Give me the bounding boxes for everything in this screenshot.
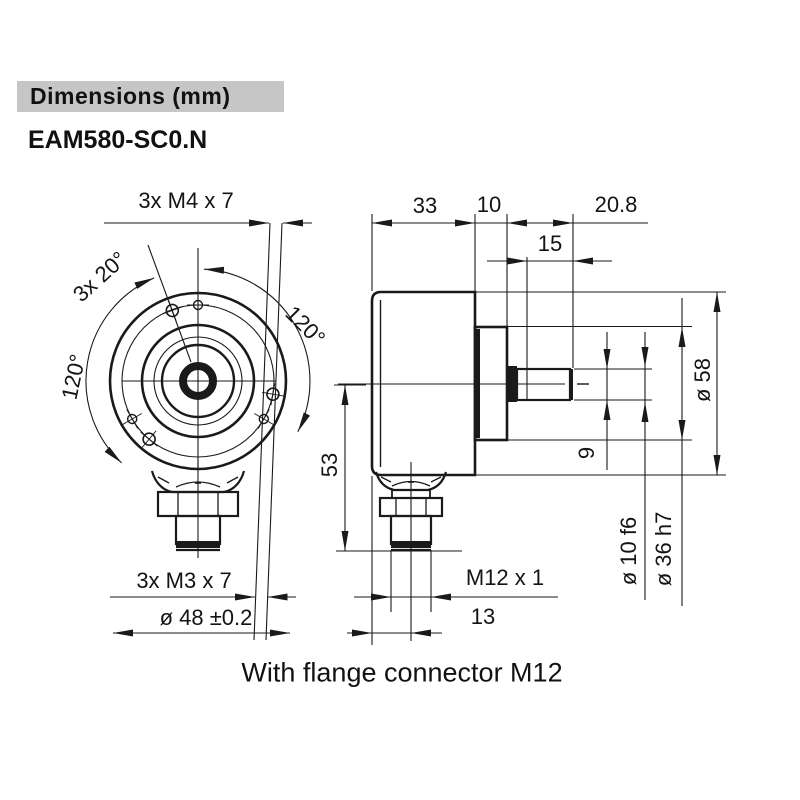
m3-hole <box>254 409 274 429</box>
product-model: EAM580-SC0.N <box>28 126 208 154</box>
front-connector <box>150 460 246 558</box>
dim-label-15: 15 <box>537 231 563 256</box>
dim-label-53: 53 <box>317 452 342 478</box>
m3-hole <box>187 294 209 316</box>
front-view <box>85 219 312 641</box>
dim-label-33: 33 <box>412 193 438 218</box>
dim-label-dia10-f6: ø 10 f6 <box>616 516 641 586</box>
dim-label-10: 10 <box>476 192 502 217</box>
dim-label-dia36-h7: ø 36 h7 <box>651 511 676 587</box>
section-header: Dimensions (mm) <box>17 81 284 112</box>
drawing-caption: With flange connector M12 <box>241 657 563 688</box>
m4-hole <box>261 383 284 406</box>
section-title: Dimensions (mm) <box>30 83 231 109</box>
dim-label-9: 9 <box>574 446 599 460</box>
dim-label-20-8: 20.8 <box>594 192 638 217</box>
dim-label-m3-holes: 3x M3 x 7 <box>136 568 232 593</box>
dim-label-13: 13 <box>470 604 496 629</box>
arc-120-left <box>85 277 155 464</box>
dim-label-m4-holes: 3x M4 x 7 <box>138 188 234 213</box>
m4-hole <box>161 300 183 321</box>
arc-120-right <box>203 268 311 433</box>
dim-label-dia48: ø 48 ±0.2 <box>159 605 253 630</box>
m3-hole <box>122 409 142 429</box>
m4-hole <box>140 430 158 448</box>
dim-label-dia58: ø 58 <box>690 357 715 403</box>
side-view <box>334 214 726 645</box>
dim-label-m12x1: M12 x 1 <box>465 565 545 590</box>
